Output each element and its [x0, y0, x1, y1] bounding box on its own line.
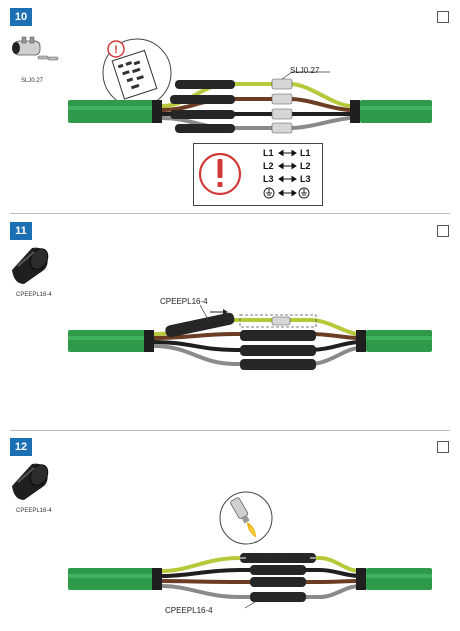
svg-text:CPEEPL16-4: CPEEPL16-4 [165, 606, 213, 615]
part-code-label: SLJ0.27 [21, 78, 44, 84]
heat-gun-callout [219, 491, 273, 545]
heat-gun-icon [230, 497, 257, 538]
phase-left-label: L3 [263, 174, 274, 184]
part-code-label: CPEEPL16-4 [16, 292, 52, 298]
phase-warning-box: L1 L1 L2 L2 L3 L3 [193, 143, 323, 206]
svg-text:SLJ0.27: SLJ0.27 [290, 66, 320, 75]
tube-callout-label: CPEEPL16-4 [160, 297, 208, 306]
step-complete-checkbox[interactable] [437, 225, 449, 237]
double-arrow-icon [278, 149, 297, 197]
section-divider [10, 213, 450, 214]
step-number-badge: 11 [10, 222, 32, 240]
phase-left-label: L1 [263, 148, 274, 158]
step-number-badge: 10 [10, 8, 32, 26]
heat-shrink-tube-icon [12, 247, 49, 284]
section-divider [10, 430, 450, 431]
cable-joint-diagram [68, 304, 432, 370]
part-code-label: CPEEPL16-4 [16, 508, 52, 514]
cable-joint-diagram [68, 71, 432, 134]
svg-text:CPEEPL16-4: CPEEPL16-4 [160, 297, 208, 306]
instruction-sheet-callout: ! [102, 38, 172, 108]
phase-right-label: L1 [300, 148, 311, 158]
earth-ground-icon [263, 187, 310, 199]
heat-shrink-tube-icon [12, 463, 49, 500]
svg-text:!: ! [114, 44, 118, 56]
tube-callout-label: CPEEPL16-4 [165, 606, 213, 615]
connector-part-icon [12, 36, 59, 61]
phase-left-label: L2 [263, 161, 274, 171]
phase-right-label: L3 [300, 174, 311, 184]
step-complete-checkbox[interactable] [437, 11, 449, 23]
cable-joint-diagram [68, 548, 432, 609]
phase-right-label: L2 [300, 161, 311, 171]
step-complete-checkbox[interactable] [437, 441, 449, 453]
connector-callout-label: SLJ0.27 [290, 66, 320, 75]
step-number-badge: 12 [10, 438, 32, 456]
